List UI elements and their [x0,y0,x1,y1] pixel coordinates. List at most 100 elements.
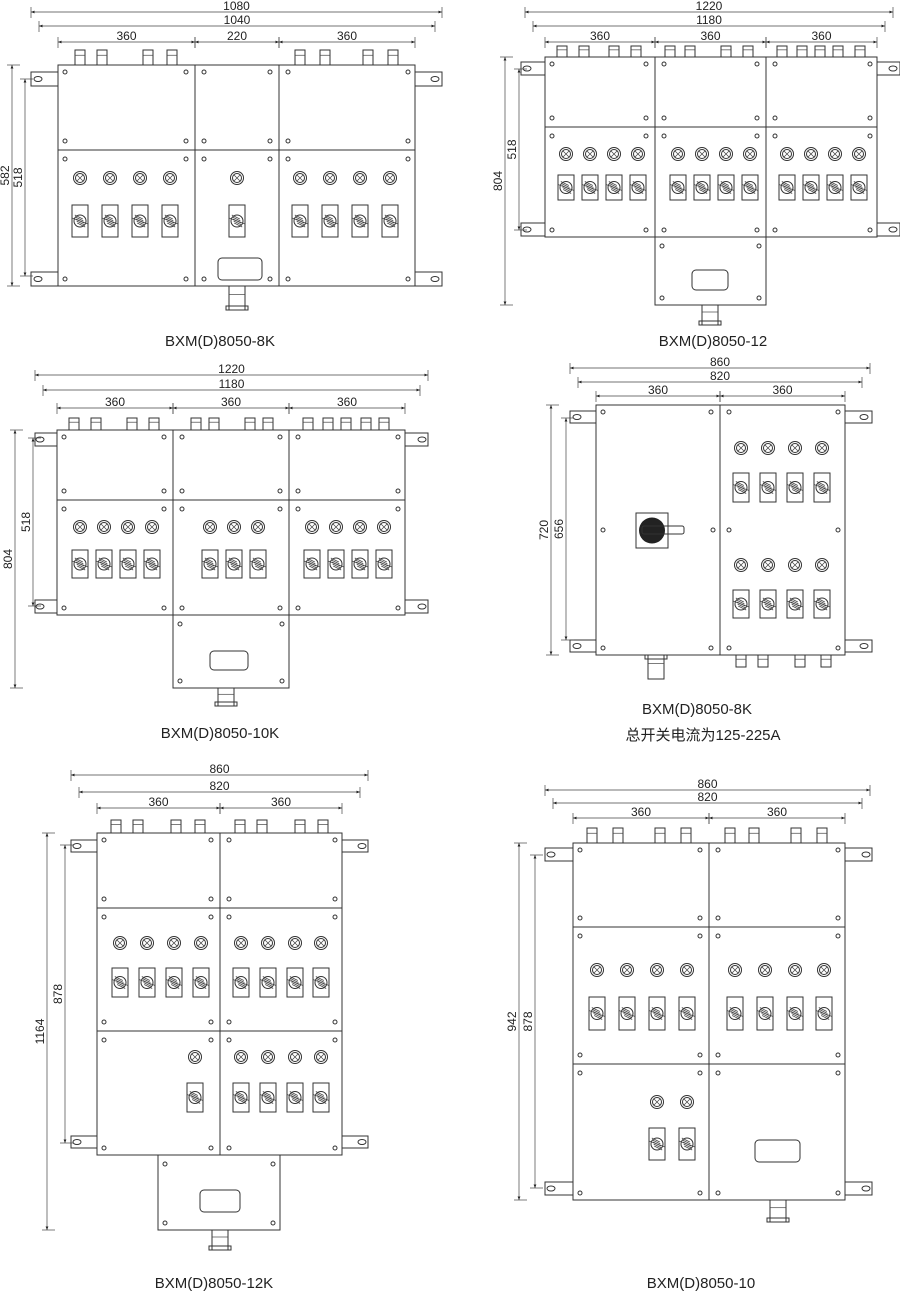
screw-icon [295,506,301,512]
width-dimension: 860 [544,777,871,796]
indicator-lamp-icon [353,171,367,185]
screw-icon [715,847,721,853]
screw-icon [208,837,214,843]
cable-gland-icon [776,45,788,58]
indicator-lamp-icon [97,520,111,534]
rotary-switch-icon [648,996,666,1031]
screw-icon [161,605,167,611]
mounting-bracket [569,639,597,653]
screw-icon [183,69,189,75]
screw-icon [267,69,273,75]
dimension-label: 1180 [219,377,245,391]
cable-gland-icon [208,417,220,431]
dimension-label: 360 [337,29,357,43]
width-dimension: 1220 [34,362,429,381]
rotary-switch-icon [286,967,304,998]
cable-gland-icon [244,417,256,431]
height-dimension: 804 [1,429,23,689]
mounting-hole [33,276,43,282]
width-dimension: 360 [544,29,656,48]
screw-icon [101,837,107,843]
screw-icon [161,488,167,494]
indicator-lamp-icon [145,520,159,534]
mounting-bracket [404,432,429,447]
screw-icon [285,69,291,75]
indicator-lamp-icon [761,558,775,572]
height-dimension: 518 [19,437,41,607]
screw-icon [715,933,721,939]
main-isolator-switch-icon [635,512,685,549]
rotary-switch-icon [312,1082,330,1113]
rotary-switch-icon [717,174,735,201]
screw-icon [277,434,283,440]
cable-gland-icon [148,417,160,431]
screw-icon [659,295,665,301]
screw-icon [101,1019,107,1025]
mounting-hole [546,1185,556,1192]
screw-icon [549,61,555,67]
rotary-switch-icon [778,174,796,201]
dimension-label: 1220 [218,362,245,376]
rotary-switch-icon [588,996,606,1031]
cable-gland-icon [319,49,331,66]
screw-icon [395,488,401,494]
screw-icon [101,914,107,920]
indicator-lamp-icon [227,520,241,534]
dimension-label: 720 [537,520,551,540]
width-dimension: 360 [219,795,343,814]
cable-gland-icon [608,45,620,58]
mounting-hole [572,643,582,649]
indicator-lamp-icon [607,147,621,161]
mounting-hole [861,1185,871,1192]
dimension-label: 360 [772,383,792,397]
width-dimension: 360 [719,383,846,402]
rotary-switch-icon [228,204,246,238]
indicator-lamp-icon [650,963,664,977]
indicator-lamp-icon [559,147,573,161]
screw-icon [277,605,283,611]
indicator-lamp-icon [828,147,842,161]
dimension-label: 518 [11,167,25,187]
height-dimension: 518 [11,78,33,277]
indicator-lamp-icon [650,1095,664,1109]
indicator-lamp-icon [293,171,307,185]
screw-icon [162,1161,168,1167]
indicator-lamp-icon [305,520,319,534]
screw-icon [867,133,873,139]
screw-icon [177,678,183,684]
screw-icon [179,605,185,611]
cable-gland-icon [586,827,598,844]
indicator-lamp-icon [734,441,748,455]
screw-icon [697,915,703,921]
width-dimension: 1080 [30,0,443,18]
dimension-label: 518 [505,139,519,159]
mounting-hole [522,226,532,233]
width-dimension: 1220 [524,0,894,18]
model-caption: BXM(D)8050-12K [155,1275,273,1292]
mounting-bracket [844,1181,873,1196]
screw-icon [277,488,283,494]
screw-icon [267,156,273,162]
cable-gland-icon [814,45,826,58]
cable-gland-icon [698,304,722,326]
screw-icon [754,115,760,121]
rotary-switch-icon [95,549,113,579]
mounting-bracket [520,61,546,76]
screw-icon [332,896,338,902]
screw-icon [295,488,301,494]
screw-icon [285,276,291,282]
indicator-lamp-icon [234,1050,248,1064]
indicator-lamp-icon [329,520,343,534]
rotary-switch-icon [71,549,89,579]
cable-gland-icon [387,49,399,66]
screw-icon [395,506,401,512]
enclosure-body [544,56,878,238]
screw-icon [277,506,283,512]
rotary-switch-icon [351,204,369,238]
screw-icon [61,605,67,611]
enclosure-body [57,64,416,287]
dimension-label: 820 [710,369,730,383]
mounting-hole [430,276,440,282]
width-dimension: 1180 [42,377,421,396]
